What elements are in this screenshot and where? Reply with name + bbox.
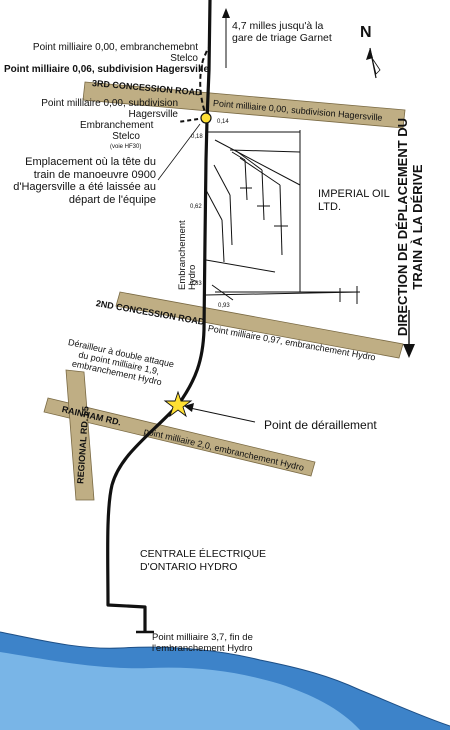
- hagersville-006-label: Point milliaire 0,06, subdivision Hagers…: [4, 64, 210, 75]
- power-station-label: CENTRALE ÉLECTRIQUE D'ONTARIO HYDRO: [140, 548, 267, 573]
- hagersville-000-label: Point milliaire 0,00, subdivision Hagers…: [41, 98, 178, 120]
- derailment-arrow: [184, 403, 256, 423]
- stelco-spur-track: [199, 47, 209, 119]
- main-track: [106, 0, 212, 632]
- stelco-spur-west: [177, 117, 206, 123]
- road-regional-55: [65, 369, 95, 501]
- road-3rd-concession: [82, 81, 406, 129]
- milepost-083: 0,83: [190, 281, 202, 287]
- train-location-label: Emplacement où la tête du train de manoe…: [13, 156, 156, 206]
- end-spur-label: Point milliaire 3,7, fin de l'embranchem…: [152, 632, 253, 654]
- direction-arrow: [403, 310, 415, 358]
- stelco-spur-short-label: Embranchement Stelco: [80, 120, 154, 142]
- direction-label: DIRECTION DE DÉPLACEMENT DU TRAIN À LA D…: [395, 117, 425, 337]
- voie-label: (voie HF30): [110, 144, 142, 150]
- derailment-point-label: Point de déraillement: [264, 418, 377, 432]
- road-rainham: [43, 397, 316, 477]
- imperial-oil-label: IMPERIAL OIL LTD.: [318, 188, 390, 213]
- lake-highlight: [0, 652, 360, 730]
- north-label: N: [360, 24, 372, 41]
- top-note: 4,7 milles jusqu'à la gare de triage Gar…: [232, 20, 332, 44]
- imperial-oil-yard: [205, 130, 361, 304]
- train-location-leader: [157, 123, 201, 181]
- stelco-spur-label: Point milliaire 0,00, embranchemebnt Ste…: [32, 42, 198, 64]
- north-arrow: [366, 47, 381, 79]
- road-2nd-concession: [115, 291, 404, 359]
- milepost-093: 0,93: [218, 303, 230, 309]
- milepost-018: 0,18: [191, 134, 203, 140]
- up-arrow: [222, 8, 230, 68]
- derailment-star: [163, 390, 193, 418]
- lake-shore: [0, 631, 450, 727]
- milepost-014: 0,14: [217, 119, 229, 125]
- train-location-marker: [200, 112, 212, 124]
- milepost-062: 0,62: [190, 204, 202, 210]
